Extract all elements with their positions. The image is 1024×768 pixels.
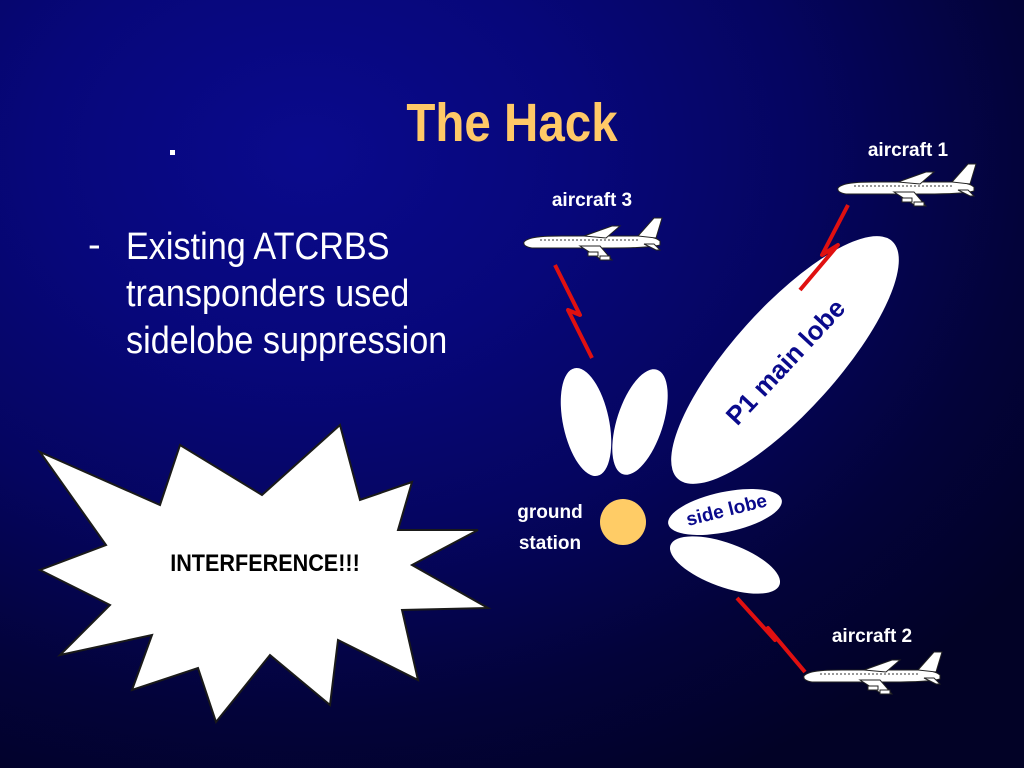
aircraft-3-label: aircraft 3 <box>551 190 633 211</box>
lightning-bolt-icon <box>735 596 807 674</box>
ground-station-label: ground station <box>500 497 600 559</box>
bullet-text: Existing ATCRBS transponders used sidelo… <box>126 226 448 362</box>
side-lobe-upper-left <box>560 367 612 477</box>
airplane-icon <box>837 163 977 207</box>
aircraft-2-label: aircraft 2 <box>831 626 913 647</box>
ground-station-label-line2: station <box>518 533 582 554</box>
stray-dot <box>170 150 175 155</box>
aircraft-1-label: aircraft 1 <box>867 140 949 161</box>
ground-station-label-line1: ground <box>517 502 583 523</box>
bullet-marker: - <box>88 224 101 266</box>
airplane-icon <box>803 651 943 695</box>
airplane-icon <box>523 217 663 261</box>
interference-text: INTERFERENCE!!! <box>170 550 360 577</box>
main-lobe <box>671 236 899 484</box>
side-lobe-upper-right <box>612 369 668 475</box>
side-lobe-right <box>668 489 782 535</box>
side-lobe-lower-right <box>669 536 781 594</box>
lightning-bolt-icon <box>798 204 850 292</box>
lightning-bolt-icon <box>553 264 594 359</box>
ground-station-icon <box>600 499 646 545</box>
explosion-burst-icon <box>37 423 492 725</box>
slide-title: The Hack <box>406 93 618 153</box>
